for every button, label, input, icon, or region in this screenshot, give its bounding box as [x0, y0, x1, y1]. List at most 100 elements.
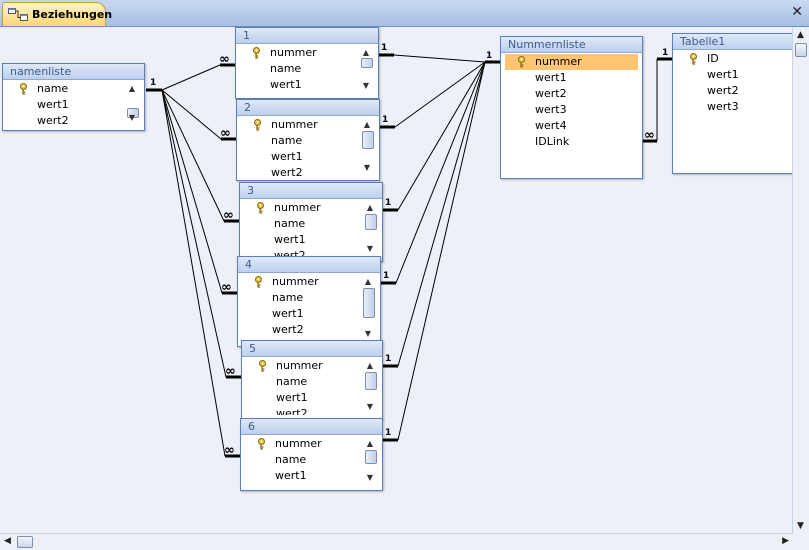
scroll-up-icon[interactable]: ▲	[797, 30, 804, 40]
close-icon[interactable]: ✕	[791, 4, 803, 20]
canvas-horizontal-scrollbar[interactable]: ◀ ▶	[0, 533, 793, 550]
field-wert4[interactable]: wert4	[505, 118, 638, 134]
field-name[interactable]: name	[7, 81, 140, 97]
field-nummer[interactable]: nummer	[245, 436, 378, 452]
table-title[interactable]: 2	[237, 100, 379, 116]
field-wert3[interactable]: wert3	[677, 99, 793, 115]
scroll-thumb[interactable]	[365, 372, 377, 390]
table-title[interactable]: 5	[242, 341, 382, 357]
field-nummer[interactable]: nummer	[242, 274, 376, 290]
table-title[interactable]: namenliste	[3, 64, 144, 80]
field-wert2[interactable]: wert2	[244, 248, 378, 257]
field-wert1[interactable]: wert1	[245, 468, 378, 484]
scroll-down-icon[interactable]: ▼	[366, 473, 374, 482]
scroll-down-icon[interactable]: ▼	[128, 113, 136, 122]
scroll-up-icon[interactable]: ▲	[362, 48, 370, 57]
scroll-up-icon[interactable]: ▲	[364, 277, 372, 286]
scroll-thumb[interactable]	[363, 288, 375, 318]
vertical-scroll-thumb[interactable]	[795, 43, 807, 57]
table-4[interactable]: 4nummernamewert1wert2wert3▲▼	[237, 256, 381, 347]
field-wert1[interactable]: wert1	[7, 97, 140, 113]
scroll-up-icon[interactable]: ▲	[366, 203, 374, 212]
scroll-thumb[interactable]	[361, 58, 373, 68]
field-wert1[interactable]: wert1	[240, 77, 374, 93]
field-wert1[interactable]: wert1	[241, 149, 375, 165]
field-list[interactable]: nummernamewert1wert2wert3▲▼	[242, 274, 376, 342]
field-name[interactable]: name	[245, 452, 378, 468]
canvas-vertical-scrollbar[interactable]: ▲ ▼	[792, 27, 809, 534]
field-wert1[interactable]: wert1	[505, 70, 638, 86]
scroll-thumb[interactable]	[365, 214, 377, 230]
field-wert2[interactable]: wert2	[7, 113, 140, 126]
table-title[interactable]: Tabelle1	[673, 34, 793, 50]
field-name[interactable]: name	[241, 133, 375, 149]
field-name[interactable]: name	[242, 290, 376, 306]
field-nummer[interactable]: nummer	[246, 358, 378, 374]
field-wert2[interactable]: wert2	[505, 86, 638, 102]
field-list-scrollbar[interactable]: ▲▼	[360, 119, 374, 174]
scroll-down-icon[interactable]: ▼	[364, 329, 372, 338]
field-wert2[interactable]: wert2	[242, 322, 376, 338]
field-list-scrollbar[interactable]: ▲▼	[363, 438, 377, 484]
scroll-down-icon[interactable]: ▼	[363, 163, 371, 172]
table-title[interactable]: 6	[241, 419, 382, 435]
field-wert2[interactable]: wert2	[245, 484, 378, 486]
table-title[interactable]: 4	[238, 257, 380, 273]
field-wert1[interactable]: wert1	[677, 67, 793, 83]
field-wert3[interactable]: wert3	[505, 102, 638, 118]
field-nummer[interactable]: nummer	[505, 54, 638, 70]
field-nummer[interactable]: nummer	[244, 200, 378, 216]
field-list-scrollbar[interactable]: ▲▼	[125, 83, 139, 124]
scroll-down-icon[interactable]: ▼	[366, 402, 374, 411]
field-wert2[interactable]: wert2	[241, 165, 375, 176]
field-list-scrollbar[interactable]: ▲▼	[363, 202, 377, 255]
scroll-left-icon[interactable]: ◀	[4, 536, 11, 546]
scroll-right-icon[interactable]: ▶	[782, 536, 789, 546]
field-list-scrollbar[interactable]: ▲▼	[361, 276, 375, 340]
scroll-up-icon[interactable]: ▲	[366, 361, 374, 370]
field-list-scrollbar[interactable]: ▲▼	[363, 360, 377, 413]
table-6[interactable]: 6nummernamewert1wert2▲▼	[240, 418, 383, 491]
table-title[interactable]: 3	[240, 183, 382, 199]
field-wert1[interactable]: wert1	[246, 390, 378, 406]
scroll-down-icon[interactable]: ▼	[366, 244, 374, 253]
scroll-thumb[interactable]	[127, 108, 139, 118]
field-name[interactable]: name	[244, 216, 378, 232]
field-name[interactable]: name	[246, 374, 378, 390]
scroll-down-icon[interactable]: ▼	[362, 81, 370, 90]
scroll-up-icon[interactable]: ▲	[128, 84, 136, 93]
field-wert1[interactable]: wert1	[244, 232, 378, 248]
field-wert1[interactable]: wert1	[242, 306, 376, 322]
scroll-thumb[interactable]	[365, 450, 377, 464]
field-id[interactable]: ID	[677, 51, 793, 67]
table-title[interactable]: Nummernliste	[501, 37, 642, 53]
scroll-thumb[interactable]	[362, 131, 374, 149]
field-idlink[interactable]: IDLink	[505, 134, 638, 150]
scroll-up-icon[interactable]: ▲	[363, 120, 371, 129]
field-list-scrollbar[interactable]: ▲▼	[359, 47, 373, 92]
tab-beziehungen[interactable]: Beziehungen	[2, 2, 112, 26]
field-wert2[interactable]: wert2	[677, 83, 793, 99]
horizontal-scroll-thumb[interactable]	[17, 536, 33, 548]
scroll-down-icon[interactable]: ▼	[797, 521, 804, 531]
table-title[interactable]: 1	[236, 28, 378, 44]
field-name[interactable]: name	[240, 61, 374, 77]
field-nummer[interactable]: nummer	[240, 45, 374, 61]
field-wert2[interactable]: wert2	[246, 406, 378, 415]
field-nummer[interactable]: nummer	[241, 117, 375, 133]
